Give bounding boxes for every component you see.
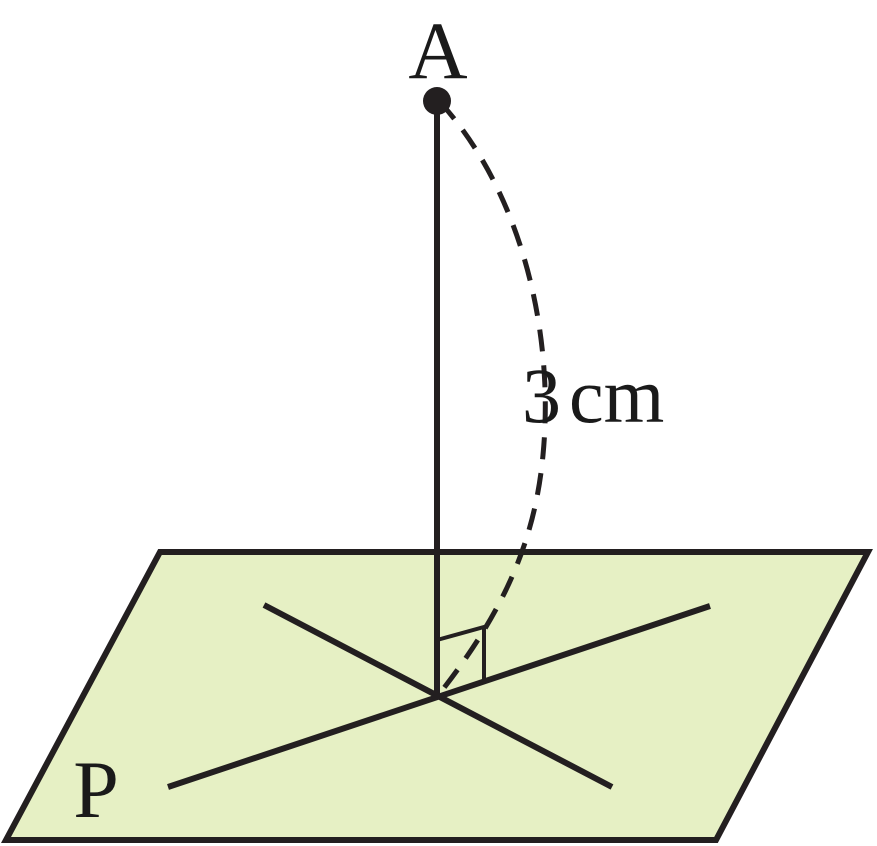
plane-line-2: [167, 603, 711, 790]
distance-arc: [438, 100, 548, 695]
distance-value: 3: [522, 352, 561, 439]
point-a: [423, 87, 451, 115]
point-a-label: A: [408, 5, 467, 96]
plane-p-label: P: [73, 744, 119, 835]
distance-unit: cm: [569, 352, 664, 439]
